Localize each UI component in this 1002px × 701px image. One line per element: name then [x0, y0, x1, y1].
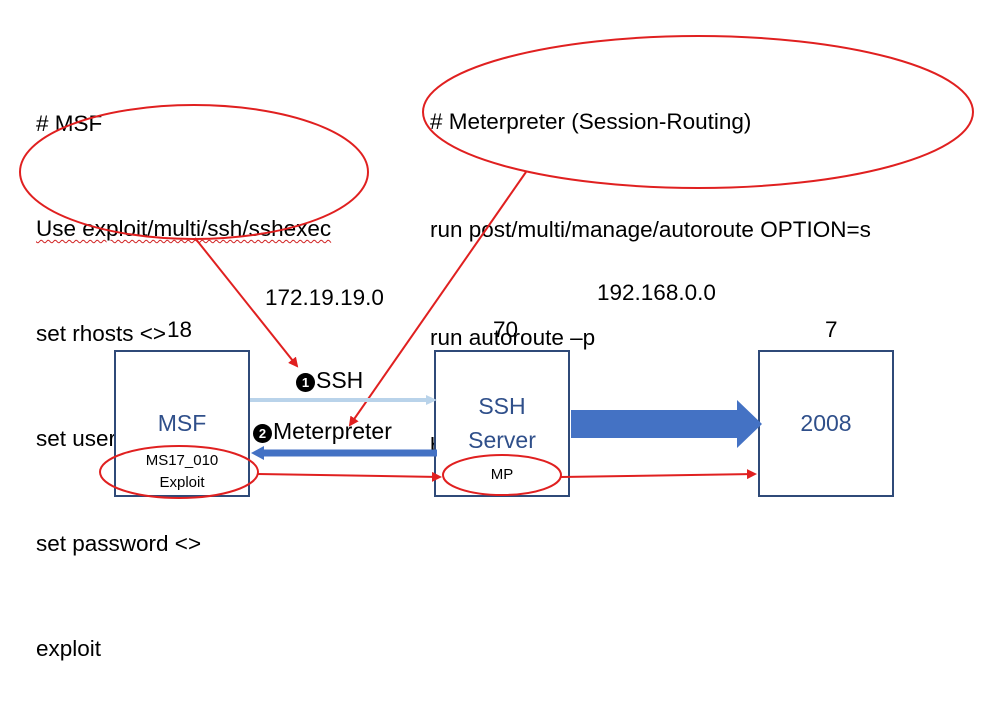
- step-one-badge: 1: [296, 373, 315, 392]
- network-label-172: 172.19.19.0: [265, 285, 384, 310]
- attacker-module-line1: MS17_010: [145, 452, 219, 469]
- msf-block-ellipse: [19, 104, 369, 240]
- pivot-host-box: [434, 350, 570, 497]
- ssh-link-text: SSH: [316, 367, 364, 393]
- pivot-module-label: MP: [490, 466, 514, 483]
- attacker-host-box: [114, 350, 250, 497]
- host-number-target: 7: [825, 317, 838, 342]
- msf-pointer-arrow: [194, 237, 299, 368]
- attacker-to-pivot-module-arrow: [257, 471, 442, 482]
- pivot-host-label-line2: Server: [468, 427, 536, 453]
- network-label-192: 192.168.0.0: [597, 280, 716, 305]
- route-arrow: [571, 400, 762, 448]
- pivot-module-ellipse: [442, 454, 562, 496]
- pivot-host-label-line1: SSH: [478, 393, 526, 419]
- attacker-module-ellipse: [99, 445, 259, 499]
- step-two-badge: 2: [253, 424, 272, 443]
- host-number-attacker: 18: [167, 317, 193, 342]
- diagram-overlay: [19, 35, 974, 499]
- msf-comment: # MSF: [36, 111, 103, 136]
- meterpreter-autoroute-print: run autoroute –p: [430, 325, 596, 350]
- msf-exploit: exploit: [36, 636, 102, 661]
- msf-set-rhosts: set rhosts <>: [36, 321, 167, 346]
- meterpreter-link-text: Meterpreter: [273, 418, 392, 444]
- meterpreter-comment: # Meterpreter (Session-Routing): [430, 109, 752, 134]
- msf-set-password: set password <>: [36, 531, 202, 556]
- pivot-to-target-module-arrow: [560, 469, 757, 480]
- meterpreter-arrowhead: [251, 446, 264, 460]
- meterpreter-pointer-arrow: [348, 171, 527, 427]
- target-host-box: [758, 350, 894, 497]
- host-number-pivot: 70: [493, 317, 519, 342]
- ssh-arrowhead: [426, 395, 437, 405]
- meterpreter-block-ellipse: [422, 35, 974, 189]
- attacker-module-line2: Exploit: [159, 474, 205, 491]
- meterpreter-autoroute-option: run post/multi/manage/autoroute OPTION=s: [430, 217, 871, 242]
- attacker-host-label: MSF: [157, 410, 207, 436]
- target-host-label: 2008: [800, 410, 852, 436]
